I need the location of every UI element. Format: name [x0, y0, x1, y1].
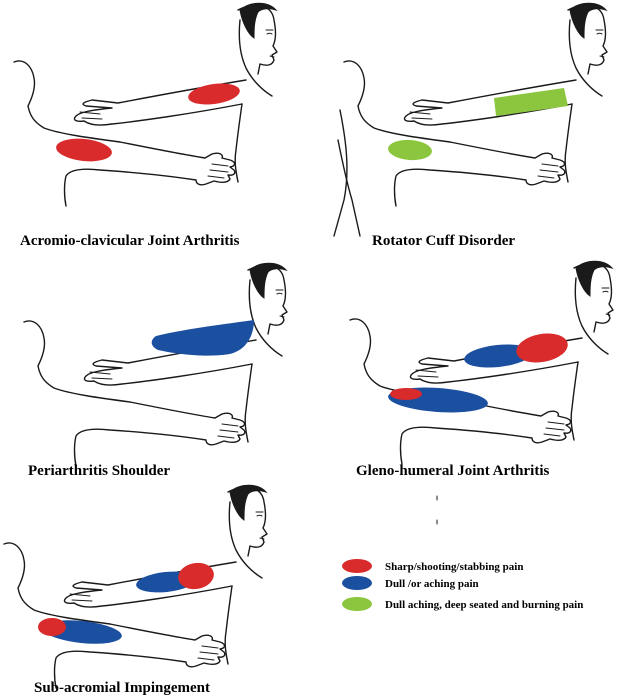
- legend-label-burning: Dull aching, deep seated and burning pai…: [385, 599, 583, 611]
- panel-periarthritis: Periarthritis Shoulder: [24, 263, 287, 479]
- arm-figure-illustration: [24, 263, 287, 466]
- panel-title-gleno-humeral: Gleno-humeral Joint Arthritis: [356, 463, 549, 479]
- pain-area-burning-upper-arm: [387, 138, 432, 161]
- legend-label-dull: Dull /or aching pain: [385, 578, 479, 590]
- legend-swatch-sharp: [342, 559, 372, 573]
- legend-label-sharp: Sharp/shooting/stabbing pain: [385, 561, 523, 573]
- legend-swatch-burning: [342, 597, 372, 611]
- panel-title-sub-acromial: Sub-acromial Impingement: [34, 680, 210, 696]
- pain-area-sharp-shoulder: [187, 80, 241, 107]
- legend-item-sharp: Sharp/shooting/stabbing pain: [342, 559, 523, 573]
- legend: Sharp/shooting/stabbing pain Dull /or ac…: [342, 559, 583, 611]
- panel-title-acromio-clavicular: Acromio-clavicular Joint Arthritis: [20, 233, 240, 249]
- pain-area-sharp-upper-arm: [38, 618, 66, 636]
- legend-item-burning: Dull aching, deep seated and burning pai…: [342, 597, 583, 611]
- panel-sub-acromial: Sub-acromial Impingement: [4, 485, 267, 696]
- panel-title-rotator-cuff: Rotator Cuff Disorder: [372, 233, 515, 249]
- panel-gleno-humeral: Gleno-humeral Joint Arthritis: [350, 261, 613, 479]
- pain-area-sharp-upper-arm: [390, 388, 422, 400]
- panel-title-periarthritis: Periarthritis Shoulder: [28, 463, 170, 479]
- pain-area-dull-shoulder: [152, 320, 254, 356]
- legend-item-dull: Dull /or aching pain: [342, 576, 479, 590]
- legend-swatch-dull: [342, 576, 372, 590]
- panel-acromio-clavicular: Acromio-clavicular Joint Arthritis: [14, 3, 277, 249]
- panel-rotator-cuff: Rotator Cuff Disorder: [334, 3, 607, 249]
- arm-figure-illustration: [14, 3, 277, 206]
- arm-figure-illustration: [4, 485, 267, 688]
